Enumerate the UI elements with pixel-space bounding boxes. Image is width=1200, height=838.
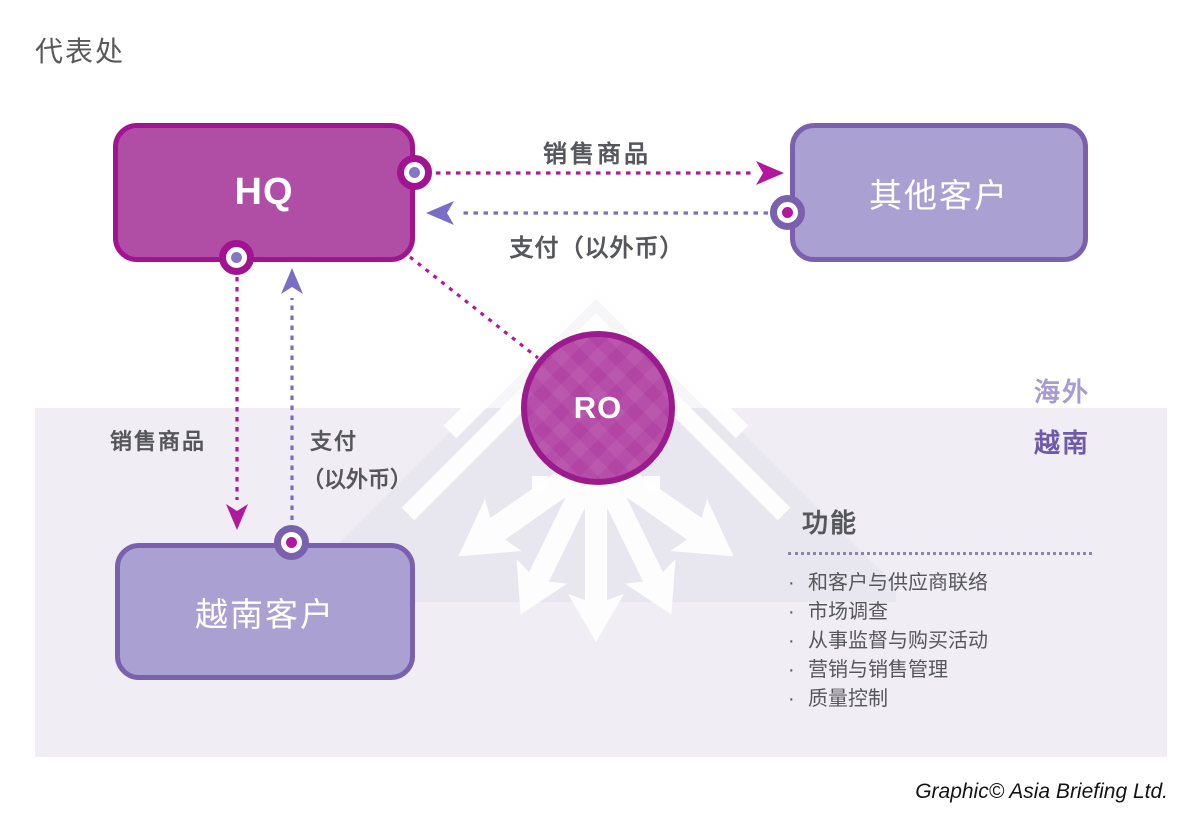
functions-panel: 功能 · 和客户与供应商联络 · 市场调查 · 从事监督与购买活动 · 营销与销… (788, 503, 1094, 714)
function-text: 质量控制 (808, 688, 888, 710)
connector-dot-inner (409, 167, 420, 178)
bullet-icon: · (788, 572, 795, 594)
node-vietnam-customers-label: 越南客户 (195, 595, 335, 633)
function-text: 营销与销售管理 (808, 659, 948, 681)
arrowhead-down-icon (226, 504, 248, 530)
node-ro: RO (521, 331, 675, 485)
function-text: 市场调查 (808, 601, 888, 623)
region-label-vietnam: 越南 (1033, 428, 1090, 458)
arrowhead-left-icon (426, 201, 454, 225)
node-hq: HQ (113, 123, 415, 262)
functions-heading: 功能 (802, 508, 859, 538)
node-hq-label: HQ (234, 171, 294, 213)
region-label-overseas: 海外 (1033, 377, 1090, 407)
connector-dot-inner (782, 207, 793, 218)
bullet-icon: · (788, 630, 795, 652)
edge-label-sell-goods-left: 销售商品 (110, 429, 207, 454)
edge-label-payment-left-line2: （以外币） (302, 467, 413, 492)
list-item: · 市场调查 (788, 598, 1094, 627)
arrowhead-right-icon (756, 161, 784, 185)
functions-dotted-rule (788, 552, 1092, 555)
node-vietnam-customers: 越南客户 (115, 543, 415, 680)
function-text: 从事监督与购买活动 (808, 630, 988, 652)
list-item: · 质量控制 (788, 685, 1094, 714)
connector-dot-vietnam-top (274, 525, 309, 560)
list-item: · 和客户与供应商联络 (788, 569, 1094, 598)
dotted-line-hq-to-ro (409, 255, 539, 360)
bullet-icon: · (788, 688, 795, 710)
bullet-icon: · (788, 659, 795, 681)
edge-label-sell-goods-top: 销售商品 (543, 141, 651, 168)
graphic-credit: Graphic© Asia Briefing Ltd. (915, 780, 1168, 803)
arrowhead-up-icon (281, 268, 303, 294)
bullet-icon: · (788, 601, 795, 623)
watermark-arrows (458, 460, 734, 642)
function-text: 和客户与供应商联络 (808, 572, 988, 594)
connector-dot-inner (286, 537, 297, 548)
node-other-customers-label: 其他客户 (869, 176, 1009, 214)
node-ro-label: RO (573, 390, 623, 425)
connector-dot-hq-right (397, 155, 432, 190)
connector-dot-other-left (770, 195, 805, 230)
connector-dot-inner (231, 252, 242, 263)
connector-dot-hq-bottom (219, 240, 254, 275)
edge-label-payment-top: 支付（以外币） (509, 235, 685, 262)
list-item: · 营销与销售管理 (788, 656, 1094, 685)
page-title: 代表处 (35, 36, 126, 67)
list-item: · 从事监督与购买活动 (788, 627, 1094, 656)
edge-label-payment-left-line1: 支付 (310, 429, 359, 454)
node-other-customers: 其他客户 (790, 123, 1088, 262)
